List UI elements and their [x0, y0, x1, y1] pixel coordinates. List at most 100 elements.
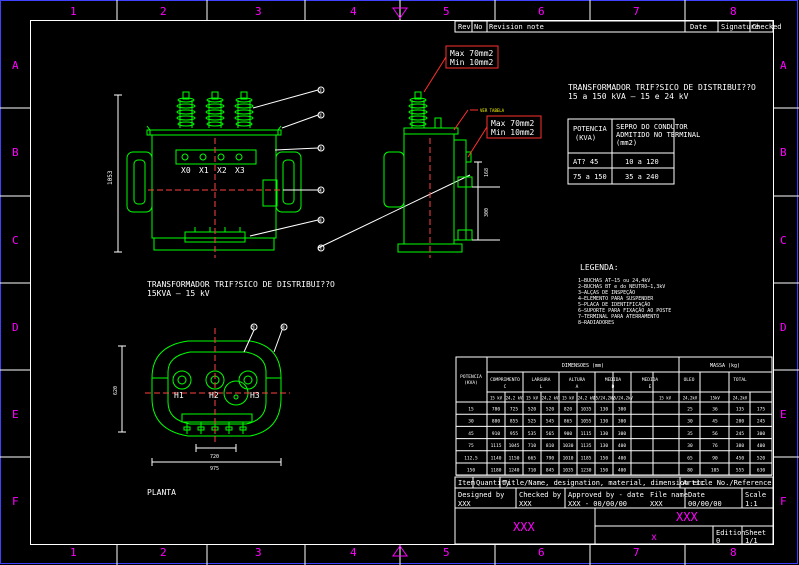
col-number: 1 — [70, 546, 77, 559]
table-cell: 725 — [510, 407, 518, 413]
row-letter: E — [780, 408, 787, 421]
callout-3: ③ — [318, 146, 323, 152]
table-cell: 65 — [687, 455, 693, 461]
legend-item: 5—PLACA DE IDENTIFICAÇÃO — [578, 301, 650, 308]
terminal-x0: X0 — [181, 166, 191, 175]
table-subheader: 24,2 kV — [506, 396, 523, 401]
table-hdr-letter: C — [504, 384, 507, 390]
table-cell: 1045 — [509, 443, 520, 449]
table-cell: 810 — [546, 443, 554, 449]
legend-item: 1—BUCHAS AT—15 ou 24,4kV — [578, 278, 650, 284]
table-cell: 710 — [528, 443, 536, 449]
table-cell: 76 — [712, 443, 718, 449]
table-hdr-letter: A — [576, 384, 579, 390]
front-view-leaders — [249, 86, 471, 252]
tb-sheet-value: 1/1 — [745, 537, 758, 545]
callout-2: ② — [318, 113, 323, 119]
table-cell: 1180 — [491, 468, 502, 474]
tb-designed-label: Designed by — [458, 491, 504, 499]
table-cell: 25 — [687, 407, 693, 413]
table-hdr-massa: MASSA (kg) — [710, 363, 740, 369]
side-view — [383, 91, 473, 258]
col-number: 2 — [160, 546, 167, 559]
conductor-hdr-admitido: ADMITIDO NO TERMINAL — [616, 131, 700, 139]
table-hdr-group: OLEO — [684, 377, 695, 383]
cable-min-mid: Min 10mm2 — [491, 128, 535, 137]
front-view-subtitle: 15KVA — 15 kV — [147, 289, 210, 298]
col-number: 2 — [160, 5, 167, 18]
table-cell: 130 — [600, 443, 608, 449]
row-letter: B — [12, 146, 19, 159]
legend-item: 2—BUCHAS BT e do NEUTRO—1,3kV — [578, 284, 665, 290]
table-cell: 520 — [757, 455, 765, 461]
table-cell: 1240 — [509, 468, 520, 474]
table-cell: 15 — [468, 407, 474, 413]
col-number: 8 — [730, 546, 737, 559]
table-hdr-letter: D — [612, 384, 615, 390]
tb-company: XXX — [513, 520, 535, 534]
height-dimension: 1053 — [107, 170, 114, 185]
cable-min-top: Min 10mm2 — [450, 58, 494, 67]
row-letter: E — [12, 408, 19, 421]
cable-max-mid: Max 70mm2 — [491, 119, 535, 128]
table-hdr-kva: (KVA) — [464, 380, 478, 386]
tb-edition-value: 0 — [716, 537, 720, 545]
date-col-label: Date — [690, 23, 707, 31]
table-hdr-group: MEDIDA — [605, 377, 622, 383]
table-cell: 1010 — [563, 455, 574, 461]
plan-view — [151, 340, 282, 437]
table-cell: 565 — [546, 431, 554, 437]
col-number: 5 — [443, 546, 450, 559]
legend-item: 8—RADIADORES — [578, 320, 614, 326]
table-cell: 1055 — [581, 419, 592, 425]
tb-scale-label: Scale — [745, 491, 766, 499]
table-cell: 865 — [564, 419, 572, 425]
row-letter: D — [780, 321, 787, 334]
col-number: 1 — [70, 5, 77, 18]
tb-scale-value: 1:1 — [745, 500, 758, 508]
tb-edition-label: Edition — [716, 529, 746, 537]
col-number: 7 — [633, 5, 640, 18]
plan-dim-620: 620 — [113, 386, 119, 395]
dimension-table: POTENCIA(KVA)DIMENSOES (mm)MASSA (kg)COM… — [455, 356, 773, 476]
side-view-callouts: Max 70mm2 Min 10mm2 Max 70mm2 Min 10mm2 … — [423, 45, 542, 158]
table-cell: 900 — [564, 431, 572, 437]
tb-date-label: Date — [688, 491, 705, 499]
table-cell: 130 — [600, 419, 608, 425]
tb-quantity: Quantity — [476, 479, 510, 487]
table-cell: 400 — [757, 443, 765, 449]
center-marks — [392, 7, 408, 557]
table-hdr-group: TOTAL — [733, 377, 747, 383]
table-cell: 1135 — [581, 443, 592, 449]
table-cell: 1035 — [563, 468, 574, 474]
title-block — [454, 476, 774, 545]
cable-max-top: Max 70mm2 — [450, 49, 494, 58]
table-cell: 45 — [468, 431, 474, 437]
conductor-hdr-kva: (KVA) — [575, 134, 596, 142]
table-cell: 30 — [687, 419, 693, 425]
table-subheader: 15kV — [710, 396, 720, 401]
table-hdr-dimensoes: DIMENSOES (mm) — [562, 363, 604, 369]
tb-article-header: Article No./Reference — [683, 479, 772, 487]
no-col-label: No — [474, 23, 482, 31]
row-letter: F — [780, 495, 787, 508]
callout-7: ⑦ — [318, 246, 323, 252]
ver-tabela-tag: VER TABELA — [480, 108, 505, 113]
plan-callout-6: ⑥ — [281, 325, 286, 331]
plan-centerlines — [145, 328, 290, 445]
legend-item: 7—TERMINAL PARA ATERRAMENTO — [578, 314, 659, 320]
table-cell: 555 — [736, 468, 744, 474]
table-cell: 820 — [564, 407, 572, 413]
revision-note-label: Revision note — [489, 23, 544, 31]
table-cell: 955 — [510, 431, 518, 437]
table-cell: 400 — [618, 443, 626, 449]
legend-item: 4—ELEMENTO PARA SUSPENDER — [578, 296, 654, 302]
table-cell: 300 — [618, 419, 626, 425]
table-cell: 112,5 — [464, 455, 478, 461]
table-cell: 135 — [736, 407, 744, 413]
table-cell: 80 — [687, 468, 693, 474]
terminal-h3: H3 — [250, 391, 260, 400]
